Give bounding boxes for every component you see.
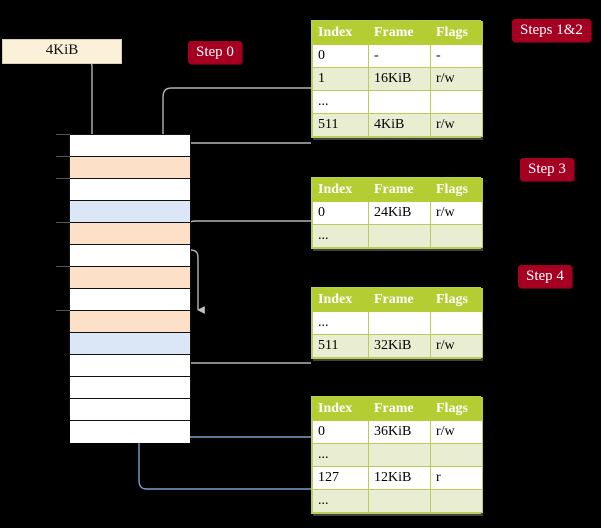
- table-row-highlighted: 511 4KiB r/w: [312, 113, 483, 137]
- cell-frame: 32KiB: [368, 334, 431, 358]
- column-header-flags: Flags: [430, 178, 483, 202]
- cell-index: ...: [312, 90, 369, 114]
- table-row: ...: [312, 489, 483, 513]
- virtual-address-label: 4KiB: [45, 42, 79, 58]
- cell-index: 1: [312, 67, 369, 91]
- cell-flags: r/w: [430, 113, 483, 137]
- badge-step-0: Step 0: [188, 41, 242, 64]
- table-header-row: Index Frame Flags: [312, 288, 483, 312]
- table-row: 0 36KiB r/w: [312, 420, 483, 444]
- cell-index: 0: [312, 201, 369, 225]
- badge-step-3: Step 3: [520, 158, 574, 181]
- memory-row: [70, 201, 190, 223]
- column-header-index: Index: [312, 288, 369, 312]
- cell-flags: r/w: [430, 420, 483, 444]
- table-header-row: Index Frame Flags: [312, 397, 483, 421]
- cell-frame: [368, 224, 431, 248]
- column-header-frame: Frame: [368, 397, 431, 421]
- badge-steps-1-2: Steps 1&2: [512, 19, 591, 42]
- table-row: 1 16KiB r/w: [312, 67, 483, 91]
- column-header-flags: Flags: [430, 288, 483, 312]
- cell-frame: 12KiB: [368, 466, 431, 490]
- cell-frame: 16KiB: [368, 67, 431, 91]
- memory-tick: [56, 178, 70, 179]
- cell-frame: 24KiB: [368, 201, 431, 225]
- page-table-4: Index Frame Flags 0 36KiB r/w ... 127: [311, 396, 483, 514]
- memory-row: [70, 245, 190, 267]
- cell-index: 511: [312, 334, 369, 358]
- cell-index: ...: [312, 224, 369, 248]
- memory-row: [70, 399, 190, 421]
- cell-frame: [368, 489, 431, 513]
- page-table-2: Index Frame Flags 0 24KiB r/w ...: [311, 177, 483, 249]
- memory-tick: [56, 134, 70, 135]
- cell-flags: r: [430, 466, 483, 490]
- table-header-row: Index Frame Flags: [312, 178, 483, 202]
- memory-row: [70, 289, 190, 311]
- virtual-address-box: 4KiB: [2, 39, 122, 64]
- memory-row: [70, 223, 190, 245]
- cell-flags: [430, 443, 483, 467]
- cell-flags: r/w: [430, 201, 483, 225]
- memory-row: [70, 135, 190, 157]
- table-row: 127 12KiB r: [312, 466, 483, 490]
- cell-flags: -: [430, 44, 483, 68]
- memory-row: [70, 421, 190, 443]
- cell-flags: r/w: [430, 334, 483, 358]
- memory-row: [70, 355, 190, 377]
- memory-row: [70, 377, 190, 399]
- memory-tick: [56, 156, 70, 157]
- cell-frame: 4KiB: [368, 113, 431, 137]
- memory-row: [70, 333, 190, 355]
- physical-memory-column: [69, 134, 191, 443]
- cell-index: 0: [312, 44, 369, 68]
- cell-frame: [368, 311, 431, 335]
- table-row: 0 - -: [312, 44, 483, 68]
- cell-index: 0: [312, 420, 369, 444]
- table-row: ...: [312, 224, 483, 248]
- cell-index: 127: [312, 466, 369, 490]
- page-table-3: Index Frame Flags ... 511 32KiB r/w: [311, 287, 483, 359]
- memory-tick: [56, 222, 70, 223]
- memory-row: [70, 311, 190, 333]
- cell-frame: [368, 90, 431, 114]
- cell-frame: 36KiB: [368, 420, 431, 444]
- cell-flags: r/w: [430, 67, 483, 91]
- table-row: 0 24KiB r/w: [312, 201, 483, 225]
- memory-row: [70, 267, 190, 289]
- cell-frame: [368, 443, 431, 467]
- column-header-frame: Frame: [368, 288, 431, 312]
- memory-row: [70, 179, 190, 201]
- table-header-row: Index Frame Flags: [312, 21, 483, 45]
- column-header-index: Index: [312, 21, 369, 45]
- column-header-index: Index: [312, 178, 369, 202]
- table-row: ...: [312, 443, 483, 467]
- cell-index: ...: [312, 443, 369, 467]
- cell-flags: [430, 489, 483, 513]
- table-row: 511 32KiB r/w: [312, 334, 483, 358]
- memory-tick: [56, 310, 70, 311]
- cell-flags: [430, 90, 483, 114]
- memory-row: [70, 157, 190, 179]
- cell-frame: -: [368, 44, 431, 68]
- cell-index: ...: [312, 311, 369, 335]
- column-header-frame: Frame: [368, 21, 431, 45]
- cell-index: ...: [312, 489, 369, 513]
- table-row: ...: [312, 311, 483, 335]
- cell-flags: [430, 311, 483, 335]
- memory-tick: [56, 266, 70, 267]
- column-header-flags: Flags: [430, 21, 483, 45]
- cell-flags: [430, 224, 483, 248]
- column-header-index: Index: [312, 397, 369, 421]
- cell-index: 511: [312, 113, 369, 137]
- badge-step-4: Step 4: [518, 265, 572, 288]
- page-table-1: Index Frame Flags 0 - - 1 16KiB r/w ...: [311, 20, 483, 138]
- table-row: ...: [312, 90, 483, 114]
- column-header-flags: Flags: [430, 397, 483, 421]
- column-header-frame: Frame: [368, 178, 431, 202]
